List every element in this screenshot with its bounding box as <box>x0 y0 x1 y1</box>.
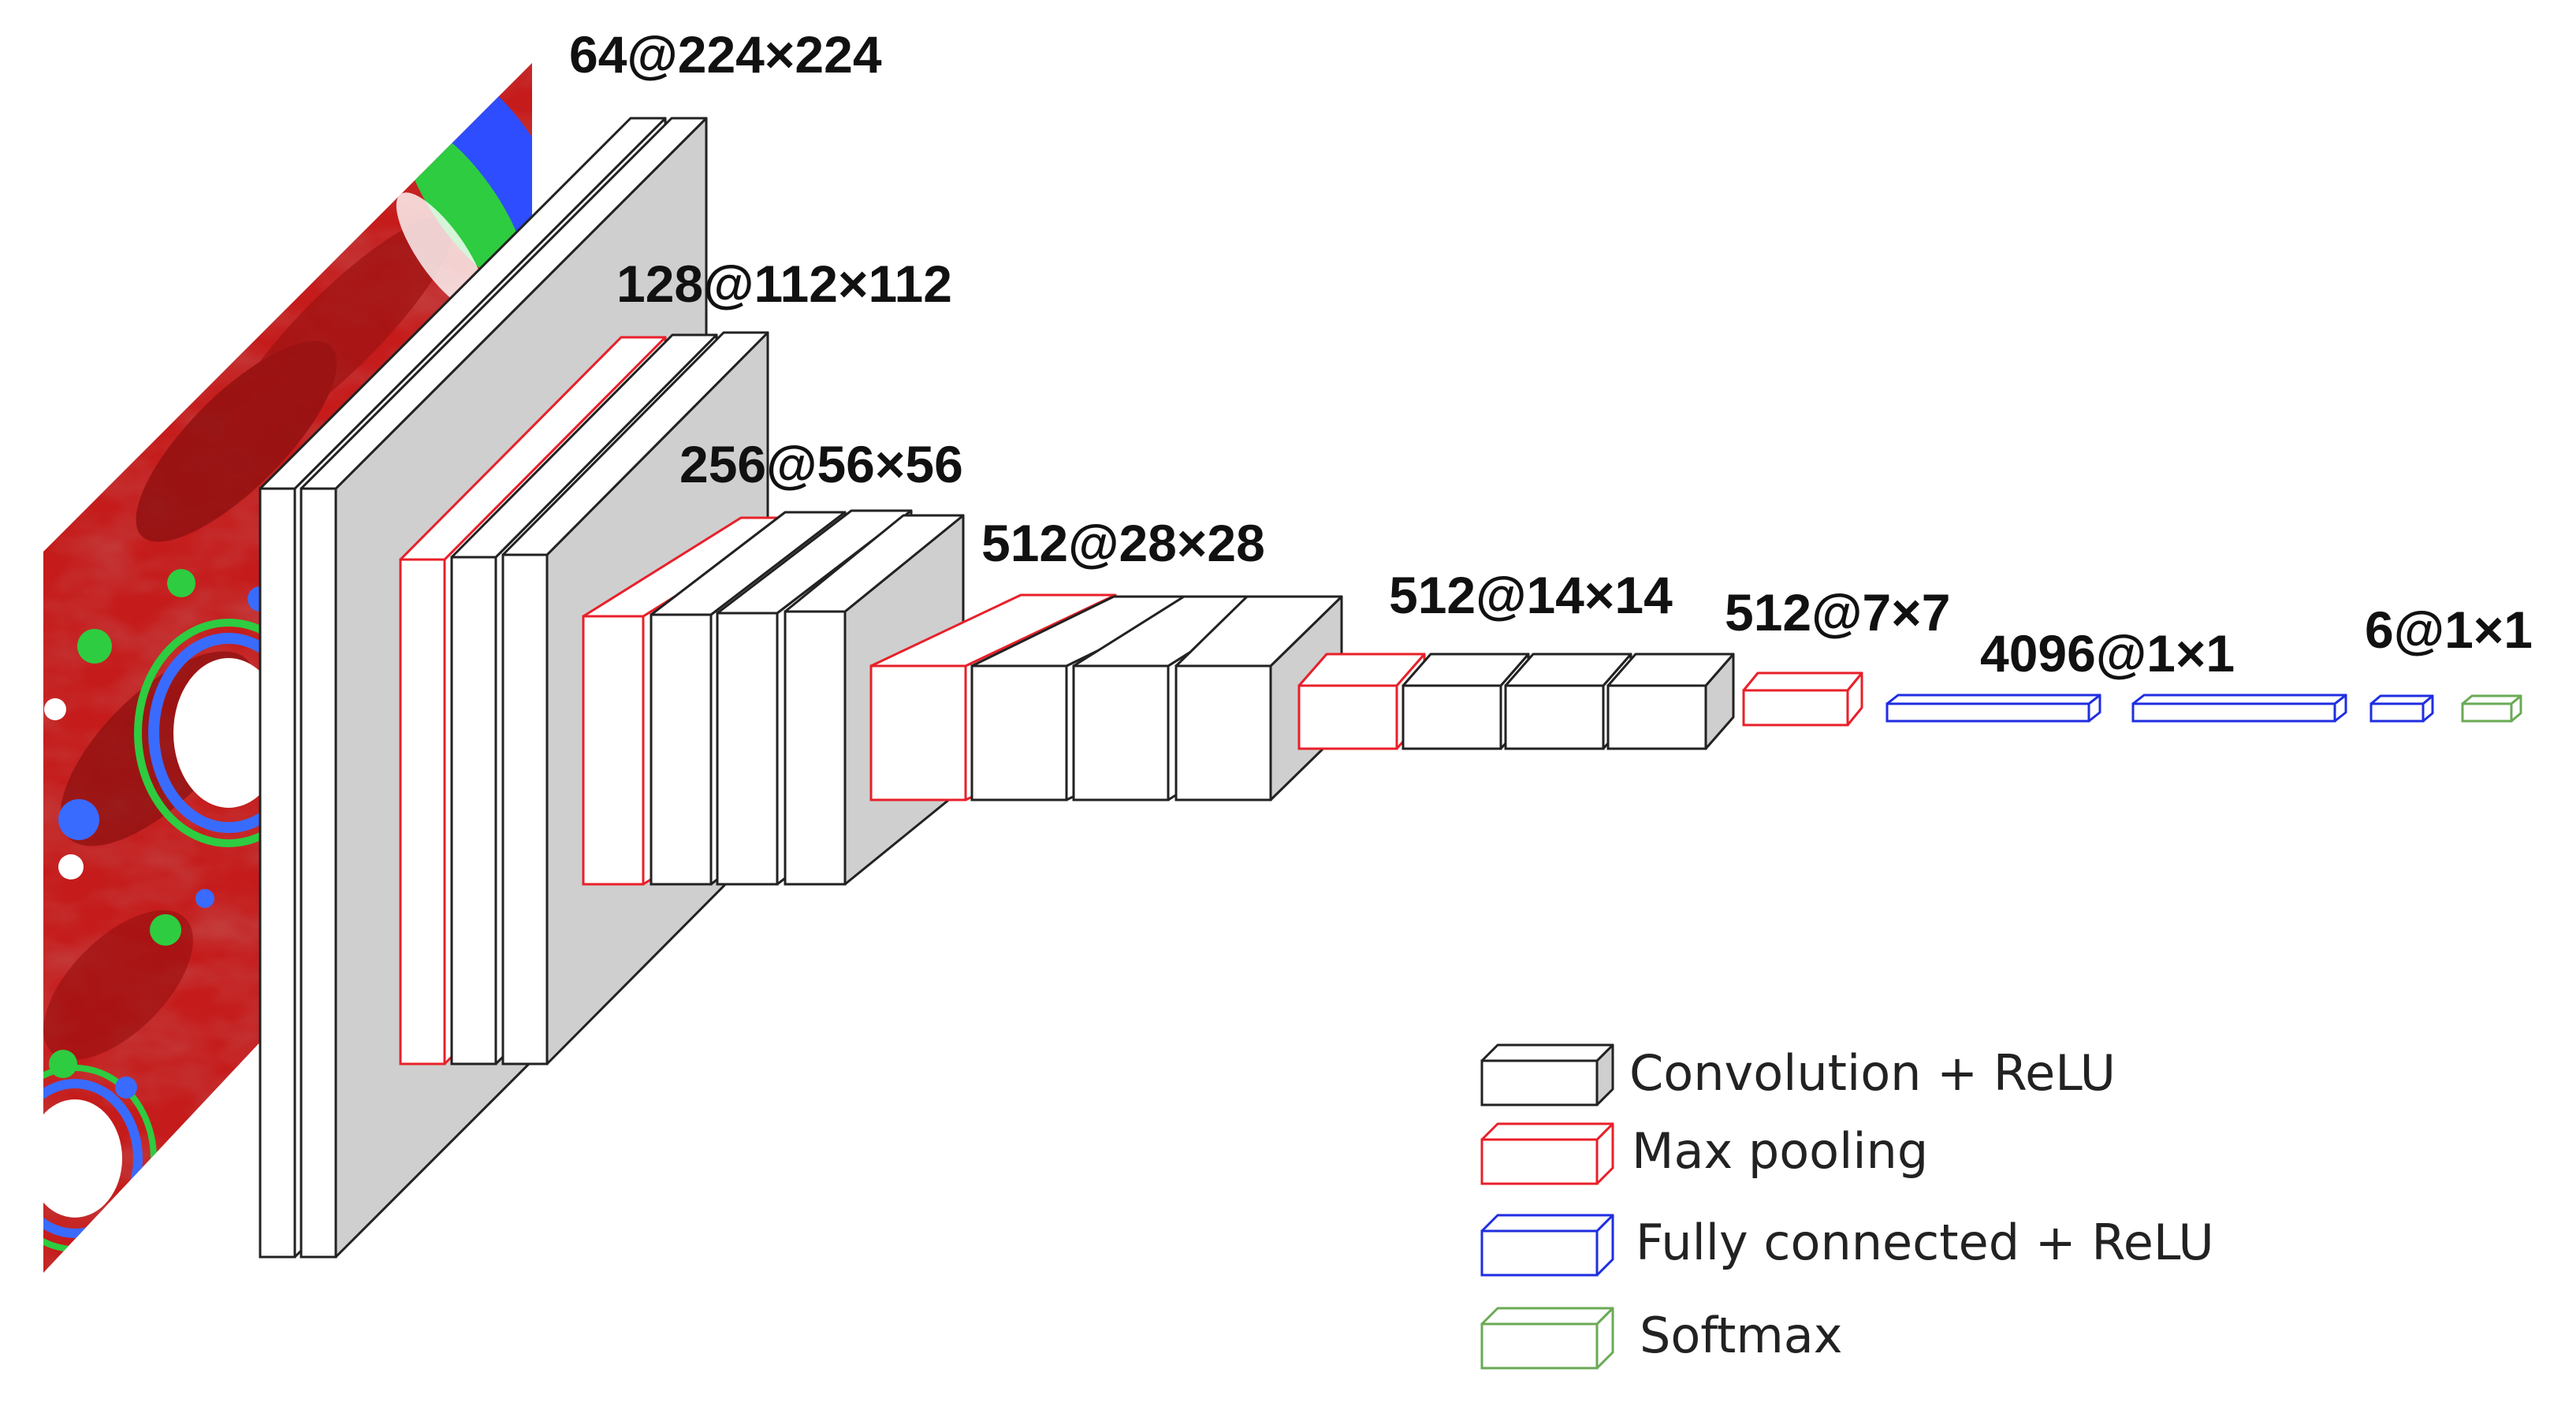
stage-label-3: 256@56×56 <box>679 435 963 493</box>
pool-block-5 <box>1742 671 1863 727</box>
fc-block-2 <box>2131 694 2347 723</box>
fc-block-3 <box>2369 694 2434 723</box>
legend: Convolution + ReLU Max pooling Fully con… <box>1480 1043 2214 1370</box>
stage-label-7: 4096@1×1 <box>1980 624 2235 682</box>
stage-label-6: 512@7×7 <box>1725 583 1950 641</box>
legend-label-fully-connected: Fully connected + ReLU <box>1636 1214 2214 1271</box>
conv-block-4b <box>1072 595 1280 801</box>
legend-swatch-softmax <box>1480 1307 1614 1370</box>
stage-labels: 64@224×224 128@112×112 256@56×56 512@28×… <box>569 25 2533 682</box>
legend-swatch-convolution <box>1480 1043 1614 1106</box>
fc-block-1 <box>1885 694 2101 723</box>
stage-label-2: 128@112×112 <box>616 255 952 313</box>
softmax-block <box>2461 694 2522 723</box>
legend-swatches <box>1480 1043 1614 1370</box>
legend-swatch-fully-connected <box>1480 1214 1614 1277</box>
stage-label-1: 64@224×224 <box>569 25 882 84</box>
legend-label-max-pooling: Max pooling <box>1632 1122 1928 1180</box>
legend-label-softmax: Softmax <box>1640 1307 1842 1364</box>
legend-swatch-max-pooling <box>1480 1122 1614 1185</box>
conv-block-5c <box>1606 653 1735 750</box>
stage-label-5: 512@14×14 <box>1389 566 1673 624</box>
stage-label-8: 6@1×1 <box>2365 601 2533 659</box>
legend-label-convolution: Convolution + ReLU <box>1629 1044 2116 1102</box>
layer-blocks <box>259 117 2522 1259</box>
stage-label-4: 512@28×28 <box>981 514 1265 572</box>
